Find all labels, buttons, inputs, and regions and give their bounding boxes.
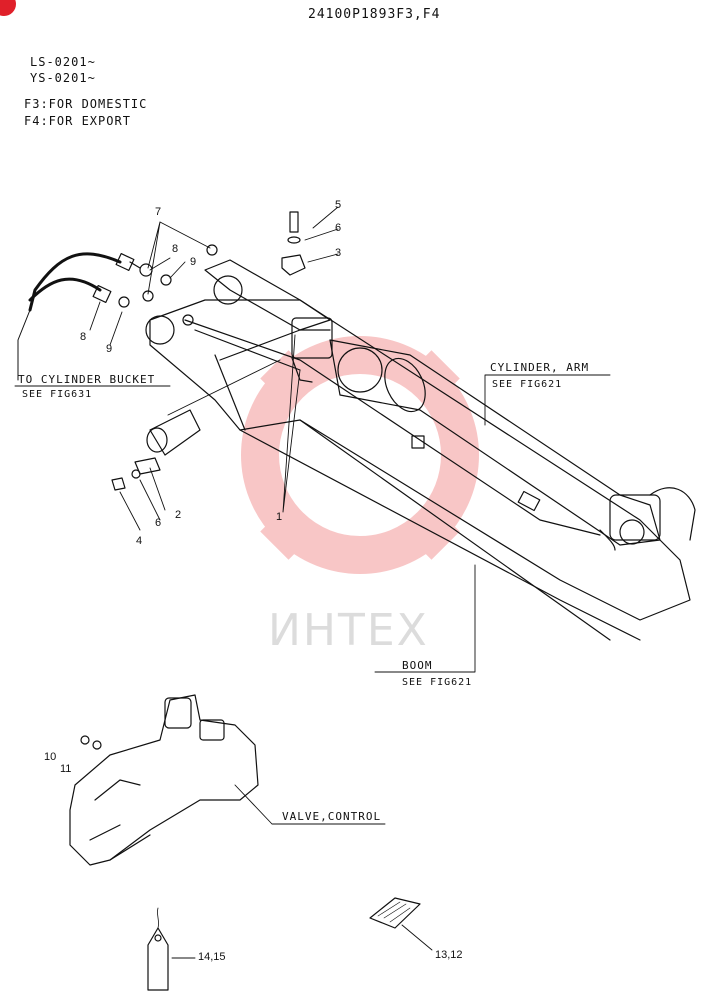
callout-9-bottom: 9 xyxy=(106,343,113,355)
callout-13-12: 13,12 xyxy=(435,949,463,961)
ref-cylinder-bucket-see: SEE FIG631 xyxy=(22,389,93,400)
ref-cylinder-arm-see: SEE FIG621 xyxy=(492,379,563,390)
callout-8-bottom: 8 xyxy=(80,331,87,343)
ref-valve-control: VALVE,CONTROL xyxy=(282,810,382,823)
callout-3: 3 xyxy=(335,247,342,259)
corner-marker xyxy=(0,0,16,16)
callout-10: 10 xyxy=(44,751,57,763)
callout-11: 11 xyxy=(60,763,72,775)
callout-8-top: 8 xyxy=(172,243,179,255)
callout-2: 2 xyxy=(175,509,182,521)
cylinder-arm xyxy=(329,339,661,546)
valve-control xyxy=(69,694,259,866)
ref-cylinder-bucket-title: TO CYLINDER BUCKET xyxy=(18,373,156,386)
callout-7: 7 xyxy=(155,206,162,218)
tag xyxy=(147,927,169,991)
label-plate xyxy=(369,897,421,929)
note-f3: F3:FOR DOMESTIC xyxy=(24,97,148,111)
watermark-text: ИНТЕХ xyxy=(268,605,429,656)
pin xyxy=(149,409,201,456)
note-f4: F4:FOR EXPORT xyxy=(24,114,131,128)
ref-cylinder-arm-title: CYLINDER, ARM xyxy=(490,361,590,374)
part-code: 24100P1893F3,F4 xyxy=(308,7,441,22)
callout-5: 5 xyxy=(335,199,342,211)
ref-boom-see: SEE FIG621 xyxy=(402,677,473,688)
callout-4: 4 xyxy=(136,535,143,547)
serial-ls: LS-0201~ xyxy=(30,55,96,69)
serial-ys: YS-0201~ xyxy=(30,71,96,85)
callout-14-15: 14,15 xyxy=(198,951,226,963)
watermark-gear-icon xyxy=(241,336,479,574)
callout-6-top: 6 xyxy=(335,222,342,234)
hose-upper xyxy=(28,252,122,312)
callout-6-bottom: 6 xyxy=(155,517,162,529)
callout-9-top: 9 xyxy=(190,256,197,268)
ref-boom-title: BOOM xyxy=(402,659,433,672)
callout-1: 1 xyxy=(276,511,283,523)
boom-outline xyxy=(149,299,691,621)
